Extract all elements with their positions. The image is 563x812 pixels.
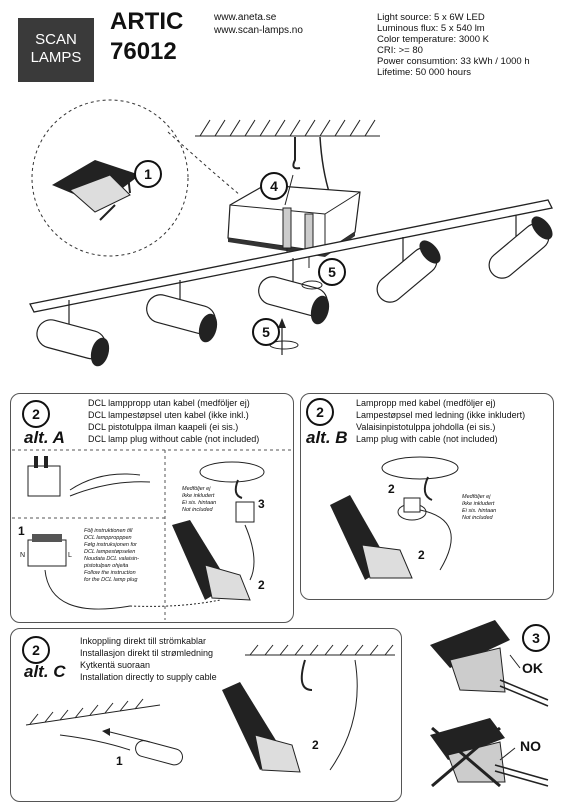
alt-b-num-2-lower: 2 xyxy=(418,548,425,562)
step-4-badge: 4 xyxy=(260,172,288,200)
no-label: NO xyxy=(520,738,541,754)
alt-c-label: alt. C xyxy=(24,662,66,681)
alt-a-num-3: 3 xyxy=(258,497,265,511)
alt-a-line-fi: DCL pistotulppa ilman kaapeli (ei sis.) xyxy=(88,422,239,432)
alt-b-notincl-no: Ikke inkludert xyxy=(462,501,495,507)
alt-a-line-no: DCL lampestøpsel uten kabel (ikke inkl.) xyxy=(88,410,249,420)
alt-c-line-en: Installation directly to supply cable xyxy=(80,672,217,682)
url-aneta: www.aneta.se xyxy=(214,12,277,23)
step-5-badge-upper: 5 xyxy=(318,258,346,286)
alt-a-panel xyxy=(10,393,294,623)
spec-light-source: Light source: 5 x 6W LED xyxy=(377,12,485,23)
terminal-l-label: L xyxy=(68,552,72,559)
alt-b-num-2-upper: 2 xyxy=(388,482,395,496)
alt-a-instruction-6: pistotulpan ohjeita xyxy=(84,563,129,569)
spec-lifetime: Lifetime: 50 000 hours xyxy=(377,67,472,78)
alt-a-step-badge: 2 xyxy=(22,400,50,428)
ok-label: OK xyxy=(522,660,543,676)
step-1-badge: 1 xyxy=(134,160,162,188)
alt-a-instruction-7: Follow the instruction xyxy=(84,570,136,576)
step-3-badge: 3 xyxy=(522,624,550,652)
alt-a-instruction-4: DCL lampestøpselen xyxy=(84,549,136,555)
step-5-badge-lower: 5 xyxy=(252,318,280,346)
alt-a-instruction-1: Följ instruktionen till xyxy=(84,528,133,534)
product-name: ARTIC xyxy=(110,8,184,35)
alt-a-notincl-fi: Ei sis. hintaan xyxy=(182,500,217,506)
alt-a-notincl-no: Ikke inkludert xyxy=(182,493,215,499)
alt-a-instruction-5: Noudata DCL valaisin- xyxy=(84,556,139,562)
alt-b-panel xyxy=(300,393,554,600)
alt-a-instruction-3: Følg instruksjonen for xyxy=(84,542,137,548)
alt-a-instruction-8: for the DCL lamp plug xyxy=(84,577,138,583)
alt-c-num-2: 2 xyxy=(312,738,319,752)
alt-b-notincl-se: Medföljer ej xyxy=(462,494,491,500)
logo-line-1: SCAN xyxy=(35,31,77,48)
alt-a-line-en: DCL lamp plug without cable (not include… xyxy=(88,434,260,444)
scan-lamps-logo: SCAN LAMPS xyxy=(18,18,94,82)
alt-b-notincl-fi: Ei sis. hintaan xyxy=(462,508,497,514)
alt-c-line-fi: Kytkentä suoraan xyxy=(80,660,151,670)
spec-color-temperature: Color temperature: 3000 K xyxy=(377,34,489,45)
alt-a-num-2: 2 xyxy=(258,578,265,592)
spec-power: Power consumtion: 33 kWh / 1000 h xyxy=(377,56,530,67)
alt-a-num-1: 1 xyxy=(18,524,25,538)
spec-luminous-flux: Luminous flux: 5 x 540 lm xyxy=(377,23,485,34)
alt-b-line-no: Lampestøpsel med ledning (ikke inkludert… xyxy=(356,410,526,420)
alt-a-notincl-en: Not included xyxy=(182,507,213,513)
alt-a-label: alt. A xyxy=(24,428,65,447)
alt-a-notincl-se: Medföljer ej xyxy=(182,486,211,492)
terminal-n-label: N xyxy=(20,552,26,559)
alt-a-line-se: DCL lamppropp utan kabel (medföljer ej) xyxy=(88,398,250,408)
alt-b-notincl-en: Not included xyxy=(462,515,493,521)
alt-b-line-fi: Valaisinpistotulppa johdolla (ei sis.) xyxy=(356,422,496,432)
alt-c-panel xyxy=(10,628,402,802)
alt-a-instruction-2: DCL lamppropppen xyxy=(84,535,132,541)
alt-b-line-se: Lampropp med kabel (medföljer ej) xyxy=(356,398,496,408)
alt-c-num-1: 1 xyxy=(116,754,123,768)
spec-cri: CRI: >= 80 xyxy=(377,45,423,56)
url-scan-lamps: www.scan-lamps.no xyxy=(214,25,303,36)
product-number: 76012 xyxy=(110,38,177,65)
alt-b-label: alt. B xyxy=(306,428,348,447)
alt-c-line-se: Inkoppling direkt till strömkablar xyxy=(80,636,207,646)
alt-b-line-en: Lamp plug with cable (not included) xyxy=(356,434,498,444)
alt-c-step-badge: 2 xyxy=(22,636,50,664)
alt-c-line-no: Installasjon direkt til strømledning xyxy=(80,648,214,658)
logo-line-2: LAMPS xyxy=(30,49,82,66)
alt-b-step-badge: 2 xyxy=(306,398,334,426)
